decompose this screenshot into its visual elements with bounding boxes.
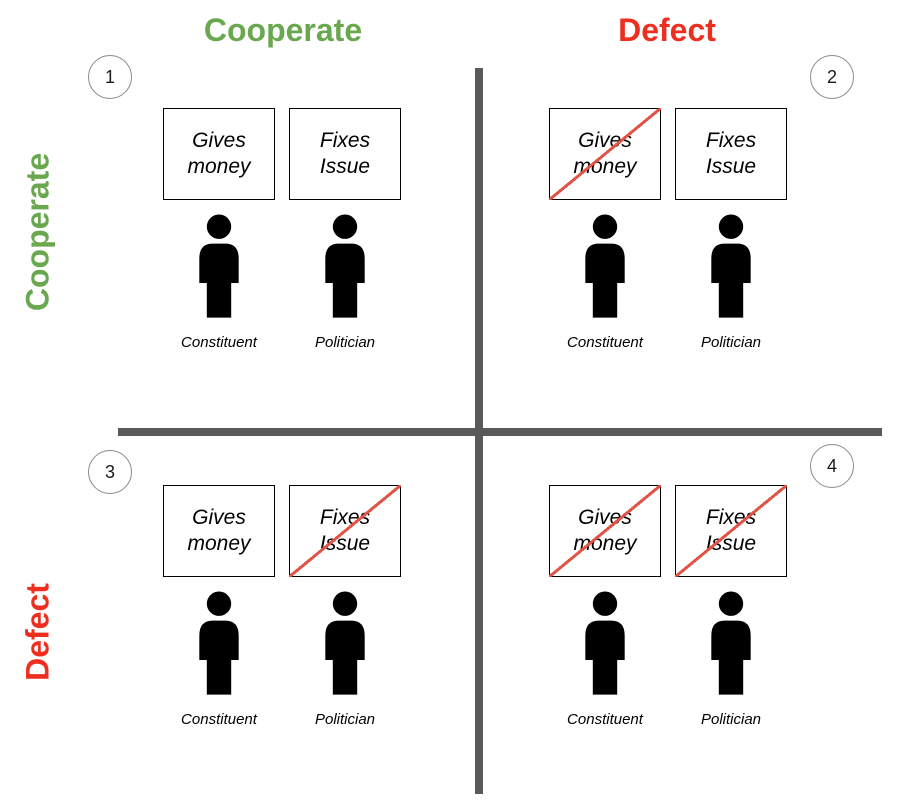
person-icon xyxy=(189,212,249,322)
actor-label-politician: Politician xyxy=(314,711,376,728)
row-header-defect: Defect xyxy=(19,583,56,681)
action-box-fixes-issue: Fixes Issue xyxy=(289,108,401,200)
cell-politician: Fixes Issue Politician xyxy=(675,108,787,351)
quadrant-3: Gives money Constituent Fixes Issue Poli… xyxy=(163,485,401,728)
cell-constituent: Gives money Constituent xyxy=(163,485,275,728)
cell-politician: Fixes Issue Politician xyxy=(675,485,787,728)
quadrant-number-1: 1 xyxy=(88,55,132,99)
action-label: Gives money xyxy=(187,128,251,178)
quadrant-number-2: 2 xyxy=(810,55,854,99)
actor-label-constituent: Constituent xyxy=(181,711,257,728)
cell-politician: Fixes Issue Politician xyxy=(289,108,401,351)
person-icon xyxy=(701,212,761,322)
actor-label-politician: Politician xyxy=(314,334,376,351)
cell-politician: Fixes Issue Politician xyxy=(289,485,401,728)
row-header-cooperate: Cooperate xyxy=(19,152,56,312)
col-header-defect: Defect xyxy=(618,12,716,48)
action-box-fixes-issue: Fixes Issue xyxy=(675,485,787,577)
action-box-fixes-issue: Fixes Issue xyxy=(675,108,787,200)
person-icon xyxy=(575,212,635,322)
quadrant-1: Gives money Constituent Fixes Issue Poli… xyxy=(163,108,401,351)
person-icon xyxy=(315,212,375,322)
action-label: Gives money xyxy=(573,128,637,178)
quadrant-number-4: 4 xyxy=(810,444,854,488)
quadrant-4: Gives money Constituent Fixes Issue Poli… xyxy=(549,485,787,728)
person-icon xyxy=(315,589,375,699)
quadrant-2: Gives money Constituent Fixes Issue Poli… xyxy=(549,108,787,351)
action-label: Fixes Issue xyxy=(319,128,371,178)
actor-label-constituent: Constituent xyxy=(567,711,643,728)
person-icon xyxy=(189,589,249,699)
action-box-gives-money: Gives money xyxy=(549,108,661,200)
action-label: Gives money xyxy=(187,505,251,555)
cell-constituent: Gives money Constituent xyxy=(549,108,661,351)
action-box-fixes-issue: Fixes Issue xyxy=(289,485,401,577)
action-box-gives-money: Gives money xyxy=(163,108,275,200)
action-label: Fixes Issue xyxy=(705,505,757,555)
actor-label-constituent: Constituent xyxy=(567,334,643,351)
action-label: Fixes Issue xyxy=(319,505,371,555)
col-header-cooperate: Cooperate xyxy=(203,12,363,48)
actor-label-politician: Politician xyxy=(700,711,762,728)
actor-label-constituent: Constituent xyxy=(181,334,257,351)
actor-label-politician: Politician xyxy=(700,334,762,351)
cell-constituent: Gives money Constituent xyxy=(549,485,661,728)
action-box-gives-money: Gives money xyxy=(549,485,661,577)
action-label: Fixes Issue xyxy=(705,128,757,178)
horizontal-divider xyxy=(118,428,882,436)
action-box-gives-money: Gives money xyxy=(163,485,275,577)
cell-constituent: Gives money Constituent xyxy=(163,108,275,351)
person-icon xyxy=(575,589,635,699)
person-icon xyxy=(701,589,761,699)
action-label: Gives money xyxy=(573,505,637,555)
quadrant-number-3: 3 xyxy=(88,450,132,494)
